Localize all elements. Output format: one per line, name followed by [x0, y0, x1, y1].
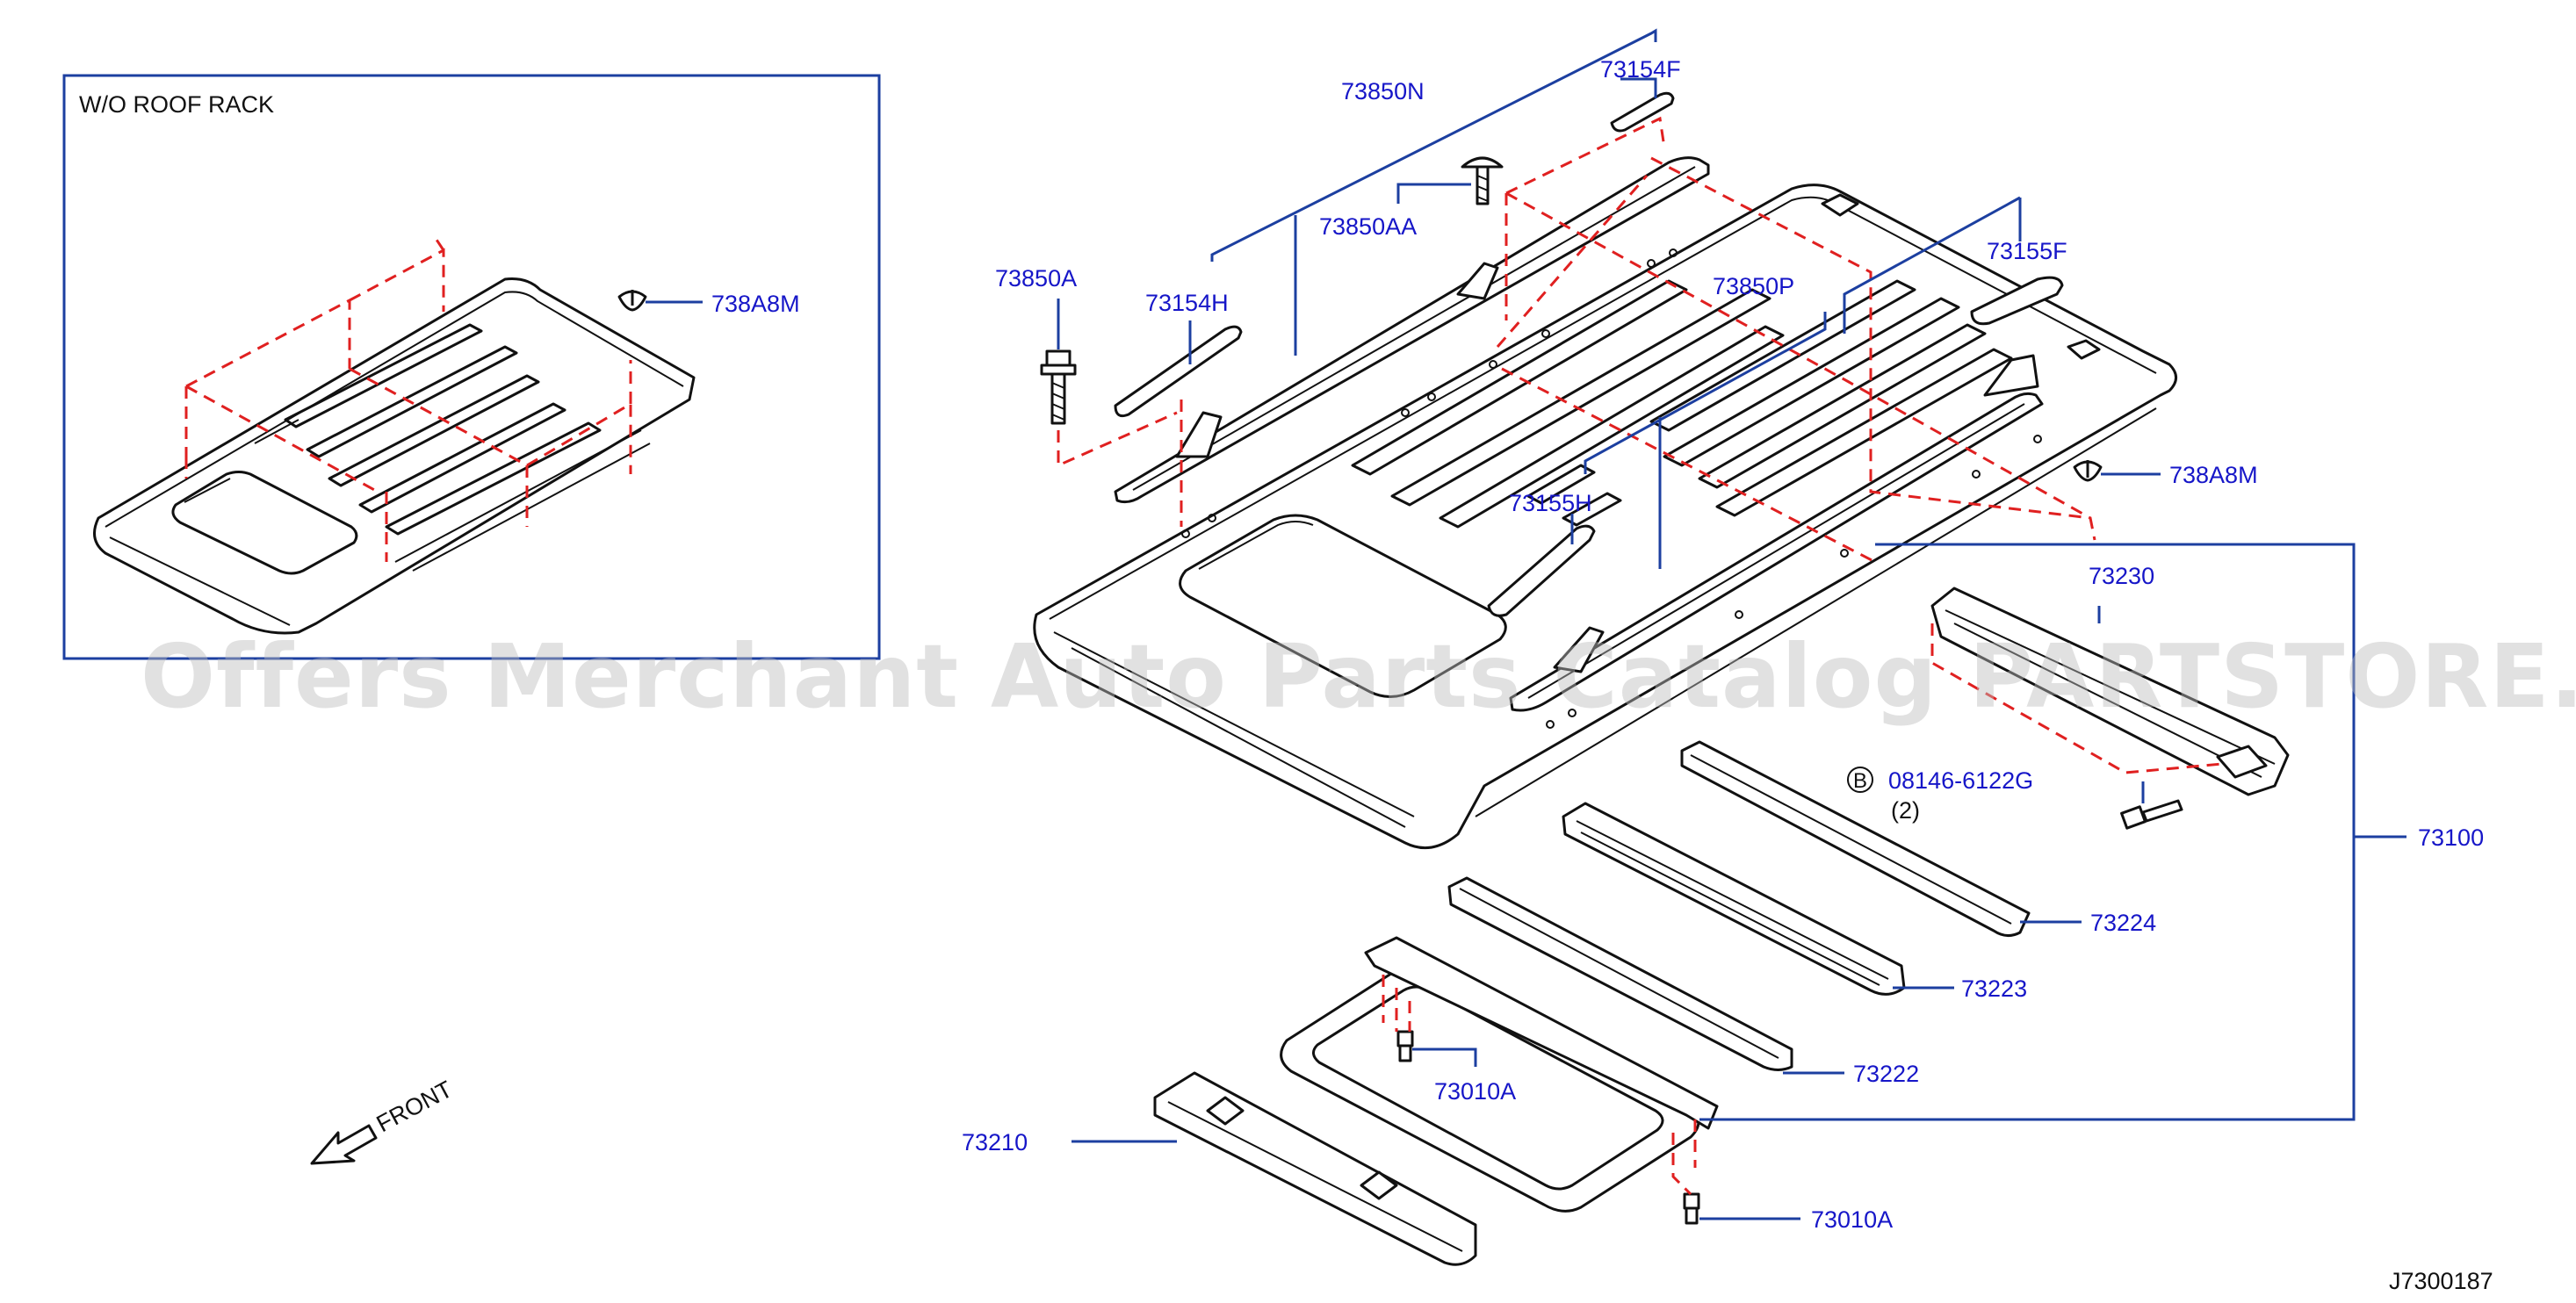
sunroof-frame	[1280, 936, 1719, 1213]
diagram-id: J7300187	[2389, 1268, 2493, 1294]
screw-73850AA	[1461, 156, 1504, 205]
callout-73223: 73223	[1961, 975, 2027, 1002]
watermark: Offers Merchant Auto Parts Catalog PARTS…	[141, 625, 2576, 728]
callout-73155F: 73155F	[1987, 238, 2067, 264]
inset-frame	[62, 74, 881, 660]
end-cover-73155F	[1970, 276, 2064, 326]
assembly-dash-lines	[1057, 116, 2223, 1196]
roof-rail-left	[1114, 156, 1710, 504]
callout-73230: 73230	[2089, 563, 2154, 589]
inset-dash-lines	[184, 236, 632, 562]
bow-73230	[1930, 587, 2290, 796]
inset-title: W/O ROOF RACK	[79, 91, 274, 118]
roof-rail-right	[1509, 354, 2044, 712]
callout-73222: 73222	[1853, 1061, 1919, 1087]
callout-73100: 73100	[2418, 824, 2484, 851]
callout-73850N: 73850N	[1341, 78, 1425, 104]
inset-roof-panel	[93, 277, 696, 635]
end-cover-73155H	[1487, 524, 1596, 617]
callout-08146-qty: (2)	[1891, 797, 1920, 824]
callout-73210: 73210	[962, 1129, 1028, 1155]
bolt-73010A-bottom	[1683, 1192, 1700, 1225]
svg-text:B: B	[1853, 769, 1867, 793]
callout-73850AA: 73850AA	[1319, 213, 1417, 240]
end-cover-73154F	[1610, 91, 1675, 133]
inset-panel: W/O ROOF RACK	[62, 74, 881, 660]
bow-73222	[1447, 876, 1793, 1071]
bolt-73850A	[1040, 349, 1077, 425]
callout-08146-badge: B	[1847, 767, 1873, 793]
callout-73154F: 73154F	[1600, 56, 1681, 83]
rear-bow-73210	[1153, 1071, 1477, 1266]
callout-73224: 73224	[2090, 910, 2156, 936]
front-arrow-icon	[310, 1124, 378, 1165]
callout-73010A-top: 73010A	[1434, 1078, 1516, 1105]
callout-738A8M: 738A8M	[2169, 462, 2258, 488]
roof-panel	[1033, 184, 2177, 850]
callout-73155H: 73155H	[1509, 490, 1592, 516]
inset-clip-738A8M	[617, 290, 647, 312]
callout-73154H: 73154H	[1145, 290, 1229, 316]
clip-738A8M	[2073, 460, 2103, 482]
inset-callout-738A8M: 738A8M	[711, 291, 800, 317]
front-label: FRONT	[372, 1076, 457, 1137]
bow-73223	[1562, 802, 1906, 996]
front-indicator: FRONT	[310, 1076, 457, 1165]
bolt-73010A-top	[1396, 1030, 1414, 1062]
leader-lines	[1057, 28, 2406, 1220]
callout-labels: 73850N 73154F 73850AA 73850A 73154H 7315…	[962, 56, 2484, 1233]
end-cover-73154H	[1114, 325, 1243, 418]
bolt-08146	[2120, 799, 2183, 830]
callout-73850A: 73850A	[995, 265, 1077, 292]
callout-73850P: 73850P	[1713, 273, 1794, 299]
callout-08146: 08146-6122G	[1888, 767, 2033, 794]
callout-73010A-bottom: 73010A	[1811, 1206, 1893, 1233]
